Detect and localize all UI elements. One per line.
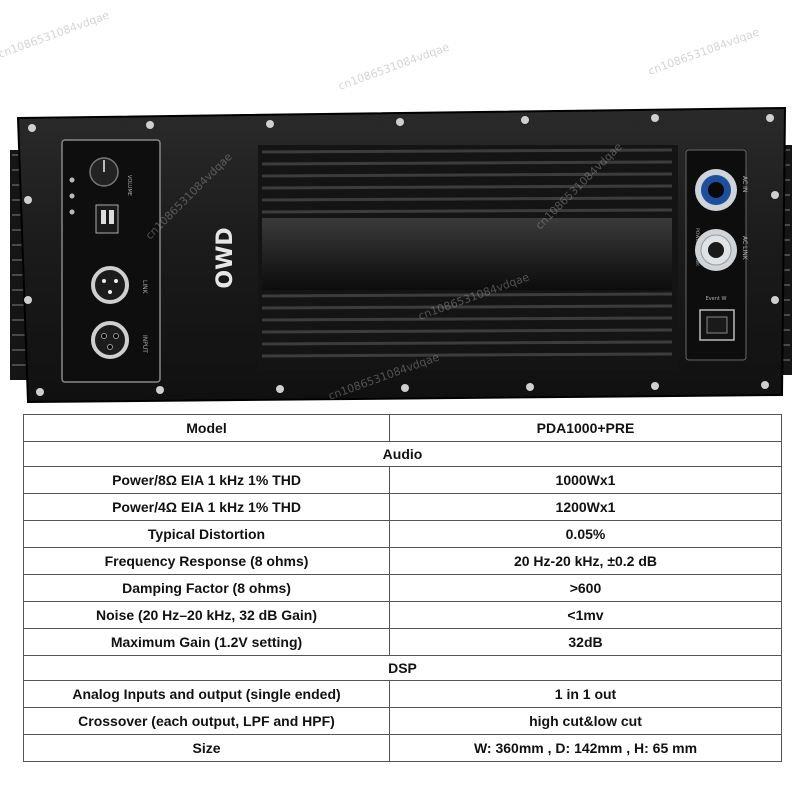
table-row: Frequency Response (8 ohms)20 Hz-20 kHz,… bbox=[23, 547, 782, 575]
table-row: Damping Factor (8 ohms)>600 bbox=[23, 574, 782, 602]
spec-label: Crossover (each output, LPF and HPF) bbox=[23, 707, 390, 735]
svg-text:AC IN: AC IN bbox=[741, 176, 748, 192]
dip-switch bbox=[95, 204, 119, 234]
spec-value: 1 in 1 out bbox=[389, 680, 782, 708]
spec-value: 1000Wx1 bbox=[389, 466, 782, 494]
model-value: PDA1000+PRE bbox=[389, 414, 782, 442]
spec-value: 20 Hz-20 kHz, ±0.2 dB bbox=[389, 547, 782, 575]
power-panel: AC IN POWERCON PWK AC LINK Event W bbox=[685, 149, 748, 361]
brand-logo: OWD bbox=[213, 227, 238, 288]
spec-value: >600 bbox=[389, 574, 782, 602]
spec-value: 0.05% bbox=[389, 520, 782, 548]
xlr-link-connector bbox=[91, 266, 129, 304]
spec-label: Power/4Ω EIA 1 kHz 1% THD bbox=[23, 493, 390, 521]
spec-label: Noise (20 Hz–20 kHz, 32 dB Gain) bbox=[23, 601, 390, 629]
dsp-section-header: DSP bbox=[23, 655, 782, 681]
spec-label: Damping Factor (8 ohms) bbox=[23, 574, 390, 602]
xlr-input-connector bbox=[91, 321, 129, 359]
amplifier-module-photo: VOLUME LINK INPUT OWD bbox=[0, 9, 792, 404]
svg-text:AC LINK: AC LINK bbox=[741, 236, 748, 261]
svg-text:Event W: Event W bbox=[706, 296, 727, 302]
mounting-holes bbox=[24, 114, 779, 396]
table-row: Crossover (each output, LPF and HPF)high… bbox=[23, 707, 782, 735]
spec-value: 32dB bbox=[389, 628, 782, 656]
input-panel: VOLUME LINK INPUT bbox=[61, 139, 161, 383]
spec-label: Power/8Ω EIA 1 kHz 1% THD bbox=[23, 466, 390, 494]
spec-label: Typical Distortion bbox=[23, 520, 390, 548]
spec-label: Size bbox=[23, 734, 390, 762]
spec-value: high cut&low cut bbox=[389, 707, 782, 735]
svg-text:VOLUME: VOLUME bbox=[126, 175, 132, 196]
main-heatsink bbox=[258, 145, 678, 370]
spec-value: W: 360mm , D: 142mm , H: 65 mm bbox=[389, 734, 782, 762]
spec-label: Frequency Response (8 ohms) bbox=[23, 547, 390, 575]
spec-label: Analog Inputs and output (single ended) bbox=[23, 680, 390, 708]
spec-value: <1mv bbox=[389, 601, 782, 629]
section-row: DSP bbox=[23, 655, 782, 681]
table-row: Maximum Gain (1.2V setting)32dB bbox=[23, 628, 782, 656]
svg-text:cn1086531084vdqae: cn1086531084vdqae bbox=[0, 9, 111, 61]
svg-text:INPUT: INPUT bbox=[141, 335, 148, 353]
table-row: Analog Inputs and output (single ended)1… bbox=[23, 680, 782, 708]
svg-text:LINK: LINK bbox=[141, 280, 148, 295]
svg-text:cn1086531084vdqae: cn1086531084vdqae bbox=[647, 26, 762, 78]
spec-label: Maximum Gain (1.2V setting) bbox=[23, 628, 390, 656]
ac-in-connector bbox=[695, 169, 737, 211]
svg-text:cn1086531084vdqae: cn1086531084vdqae bbox=[337, 41, 452, 93]
section-row: Audio bbox=[23, 441, 782, 467]
spec-value: 1200Wx1 bbox=[389, 493, 782, 521]
specifications-table: Model PDA1000+PRE Audio Power/8Ω EIA 1 k… bbox=[23, 414, 782, 762]
model-label: Model bbox=[23, 414, 390, 442]
table-row: Noise (20 Hz–20 kHz, 32 dB Gain)<1mv bbox=[23, 601, 782, 629]
table-row: Model PDA1000+PRE bbox=[23, 414, 782, 442]
audio-section-header: Audio bbox=[23, 441, 782, 467]
ac-link-connector bbox=[695, 229, 737, 271]
